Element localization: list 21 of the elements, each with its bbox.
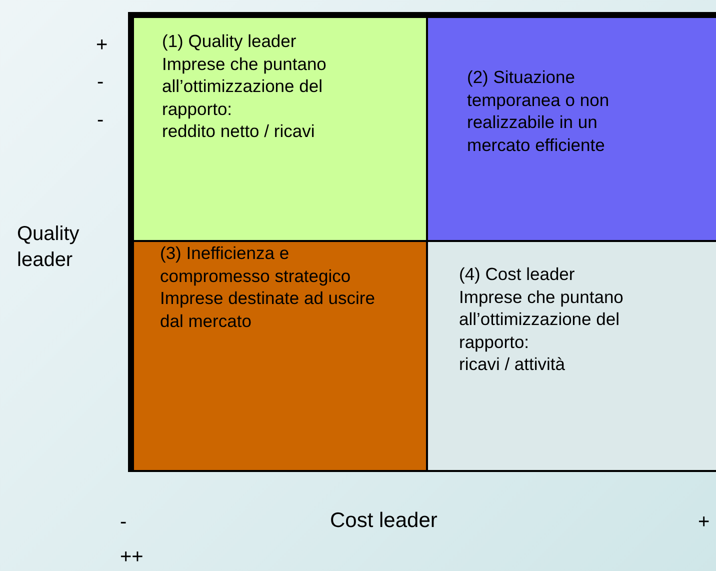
- axis-title: Cost leader: [330, 510, 438, 531]
- axis-title: Quality leader: [17, 222, 80, 273]
- quadrant-description: Imprese che puntano all’ottimizzazione del rapporto:: [459, 286, 624, 353]
- axis-sign: ++: [120, 547, 144, 567]
- quadrant-heading: (2) Situazione temporanea o non realizzabile in un mercato efficiente: [467, 66, 610, 156]
- quadrant-box: [134, 242, 426, 470]
- quadrant-description: reddito netto / ricavi: [162, 120, 316, 142]
- axis-sign: -: [97, 110, 104, 130]
- quadrant-box: [428, 18, 716, 240]
- quadrant-box: [134, 18, 426, 240]
- axis-sign: +: [698, 512, 710, 532]
- quadrant-description: Imprese che puntano all’ottimizzazione del rapporto:: [162, 52, 328, 120]
- axis-sign: -: [120, 512, 127, 532]
- quadrant-heading: (1) Quality leader: [162, 30, 298, 52]
- axis-sign: -: [97, 72, 104, 92]
- quadrant-heading: (4) Cost leader: [459, 263, 576, 286]
- axis-sign: +: [96, 35, 108, 55]
- quadrant-description: ricavi / attività: [459, 353, 566, 376]
- quadrant-box: [428, 242, 716, 470]
- quadrant-heading: (3) Inefficienza e compromesso strategico: [160, 242, 352, 287]
- quadrant-description: Imprese destinate ad uscire dal mercato: [160, 287, 376, 332]
